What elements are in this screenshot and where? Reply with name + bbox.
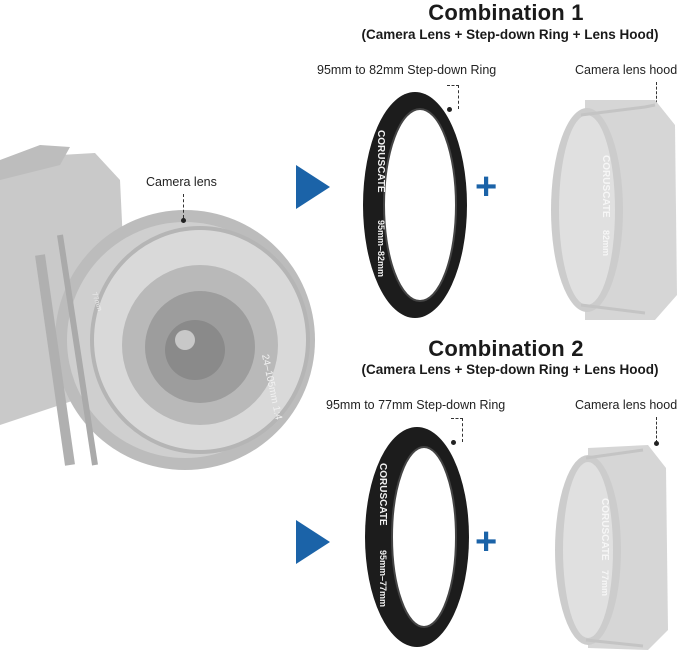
lens-hood-1: CORUSCATE 82mm: [545, 95, 679, 325]
combination-2-title: Combination 2: [428, 336, 584, 361]
hood-1-leader: [656, 82, 657, 108]
ring-1-label: 95mm to 82mm Step-down Ring: [317, 63, 497, 77]
ring-1-leader-h: [447, 85, 459, 86]
ring-1-dot: [447, 107, 452, 112]
hood-2-brand: CORUSCATE: [599, 498, 610, 561]
ring-2-label: 95mm to 77mm Step-down Ring: [326, 398, 506, 412]
arrow-2-icon: [296, 520, 330, 564]
camera-lens-dot: [181, 218, 186, 223]
hood-2-size: 77mm: [600, 570, 610, 596]
hood-1-label: Camera lens hood: [575, 63, 678, 77]
camera-lens-leader: [183, 194, 184, 218]
ring-2-leader-h: [451, 418, 463, 419]
ring-1-leader-v: [458, 85, 459, 109]
ring-1-brand: CORUSCATE: [375, 130, 386, 193]
hood-2-leader: [656, 417, 657, 443]
camera-lens-label: Camera lens: [146, 175, 217, 189]
hood-1-brand: CORUSCATE: [600, 155, 611, 218]
ring-1-size: 95mm–82mm: [376, 220, 386, 277]
ring-2-dot: [451, 440, 456, 445]
ring-2-leader-v: [462, 418, 463, 442]
lens-hood-2: CORUSCATE 77mm: [548, 440, 678, 655]
ring-2-size: 95mm–77mm: [378, 550, 388, 607]
camera-illustration: 24–105mm 1:4 77mm: [0, 135, 330, 515]
camera-image: 24–105mm 1:4 77mm: [0, 145, 315, 470]
ring-2-brand: CORUSCATE: [377, 463, 388, 526]
arrow-1-icon: [296, 165, 330, 209]
hood-2-label: Camera lens hood: [575, 398, 678, 412]
plus-2-icon: +: [475, 521, 498, 563]
combination-1-subtitle: (Camera Lens + Step-down Ring + Lens Hoo…: [361, 27, 659, 42]
hood-2-dot: [654, 441, 659, 446]
step-down-ring-2: CORUSCATE 95mm–77mm: [362, 425, 472, 650]
plus-1-icon: +: [475, 166, 498, 208]
combination-2-subtitle: (Camera Lens + Step-down Ring + Lens Hoo…: [361, 362, 659, 377]
combination-1-title: Combination 1: [428, 0, 584, 25]
step-down-ring-1: CORUSCATE 95mm–82mm: [360, 90, 470, 320]
hood-1-size: 82mm: [601, 230, 611, 256]
